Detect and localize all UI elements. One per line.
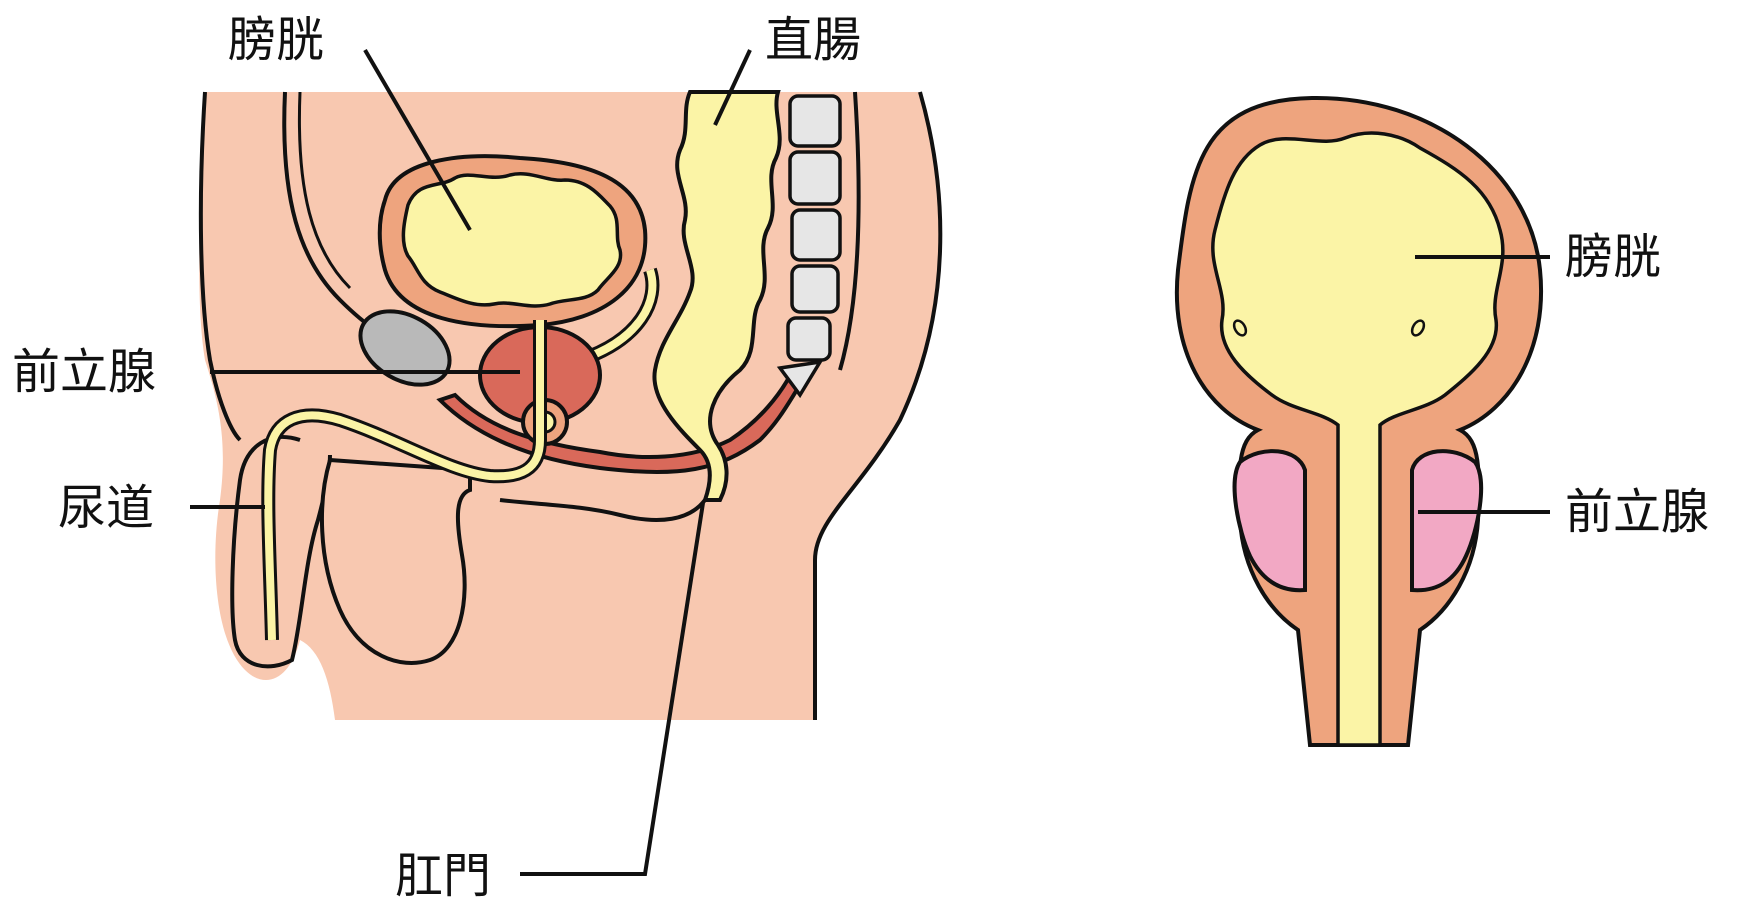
label-urethra: 尿道 <box>58 480 154 536</box>
label-bladder-left: 膀胱 <box>228 12 324 68</box>
label-anus: 肛門 <box>395 848 491 904</box>
label-prostate-right: 前立腺 <box>1565 484 1709 540</box>
prostate-lobe-left <box>1235 451 1305 590</box>
sagittal-section: 膀胱 直腸 前立腺 尿道 肛門 <box>12 12 940 904</box>
label-bladder-right: 膀胱 <box>1565 229 1661 285</box>
label-rectum: 直腸 <box>765 12 861 68</box>
coronal-section: 膀胱 前立腺 <box>1177 98 1709 745</box>
bladder-content <box>403 174 620 306</box>
prostate-lobe-right <box>1412 451 1481 590</box>
label-prostate-left: 前立腺 <box>12 344 156 400</box>
